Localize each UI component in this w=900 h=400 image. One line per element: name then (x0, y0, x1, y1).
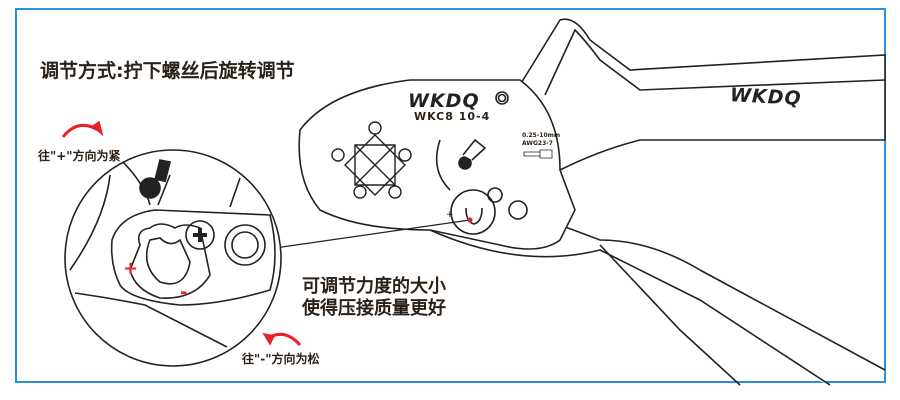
lower-handle (429, 229, 831, 386)
loosen-note: 往"-"方向为松 (242, 352, 320, 366)
minus-marker: - (180, 282, 188, 303)
spec-range: 0.25-10mm (522, 132, 561, 139)
callout-line-1: 可调节力度的大小 (302, 276, 446, 297)
diagram-frame (15, 8, 886, 383)
tighten-note: 往"+"方向为紧 (38, 149, 121, 163)
upper-handle (519, 18, 886, 171)
brand-logo-handle: WKDQ (729, 84, 803, 110)
crimp-die (331, 121, 412, 199)
plus-marker: + (123, 258, 139, 279)
callout-line-2: 使得压接质量更好 (302, 298, 446, 319)
page-title: 调节方式:拧下螺丝后旋转调节 (40, 60, 295, 82)
tighten-arrow (61, 123, 99, 138)
leader-line (274, 219, 471, 249)
plus-marker-small: + (446, 210, 454, 220)
callout-text: 可调节力度的大小 使得压接质量更好 (302, 276, 446, 320)
magnified-view (64, 149, 282, 367)
model-number: WKC8 10-4 (414, 110, 491, 123)
spec-awg: AWG23-7 (522, 140, 553, 147)
brand-logo-head: WKDQ (408, 90, 480, 112)
